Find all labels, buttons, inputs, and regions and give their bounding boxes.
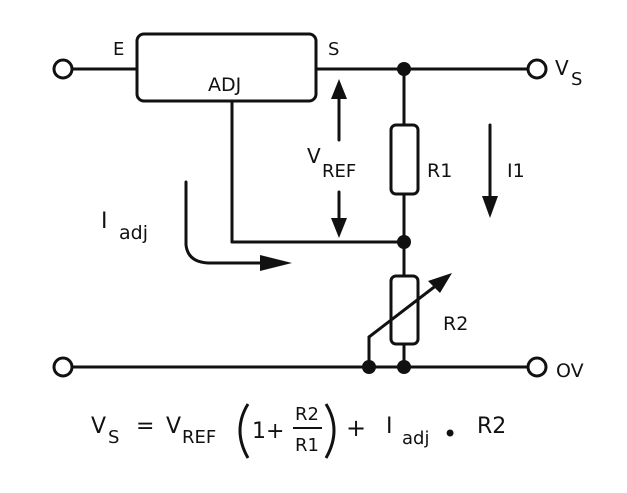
ov-label: OV: [556, 360, 584, 382]
formula-iadj-subscript: adj: [402, 428, 429, 449]
iadj-label: I: [101, 209, 108, 234]
formula-equals: =: [136, 414, 154, 439]
junction-dot: [362, 360, 376, 374]
vs-label-subscript: S: [571, 69, 582, 90]
formula-vref: V: [166, 414, 181, 439]
r2-label: R2: [443, 313, 468, 335]
formula-vs: V: [91, 414, 106, 439]
iadj-arrow-curve: [184, 180, 264, 265]
vs-label: V: [555, 56, 569, 80]
formula-r2: R2: [477, 414, 506, 439]
i1-arrow-head: [482, 196, 498, 218]
output-terminal: [526, 58, 548, 80]
pin-e-label: E: [113, 39, 124, 60]
junction-dot: [397, 62, 411, 76]
iadj-label-subscript: adj: [119, 222, 148, 244]
formula: V S = V REF 1+ R2 R1 + I adj • R2: [91, 403, 506, 459]
formula-right-paren: [324, 403, 336, 459]
i1-label: I1: [507, 160, 525, 182]
r2-variable-arrow: [367, 279, 444, 339]
vref-label: V: [307, 144, 321, 168]
junction-dot: [397, 360, 411, 374]
formula-frac-denominator: R1: [295, 435, 319, 456]
formula-vref-subscript: REF: [182, 427, 216, 448]
adj-label: ADJ: [208, 74, 241, 96]
junction-dot: [397, 235, 411, 249]
input-terminal: [52, 58, 74, 80]
formula-multiply-dot: •: [443, 420, 457, 448]
pin-s-label: S: [328, 39, 339, 60]
r2-arrow-head: [428, 273, 452, 293]
formula-iadj: I: [386, 414, 393, 439]
vref-arrow-up-head: [331, 79, 347, 99]
ground-terminal-left: [52, 356, 74, 378]
vref-arrow-down-head: [331, 218, 347, 238]
r1-label: R1: [427, 160, 452, 182]
iadj-arrow-head: [260, 255, 292, 271]
r1-resistor: [389, 123, 420, 196]
formula-frac-numerator: R2: [295, 404, 319, 425]
ground-terminal-right: [526, 356, 548, 378]
formula-vs-subscript: S: [108, 427, 119, 448]
formula-left-paren: [238, 403, 250, 459]
formula-one-plus: 1+: [252, 419, 284, 444]
vref-label-subscript: REF: [322, 161, 356, 182]
formula-plus: +: [346, 414, 366, 442]
